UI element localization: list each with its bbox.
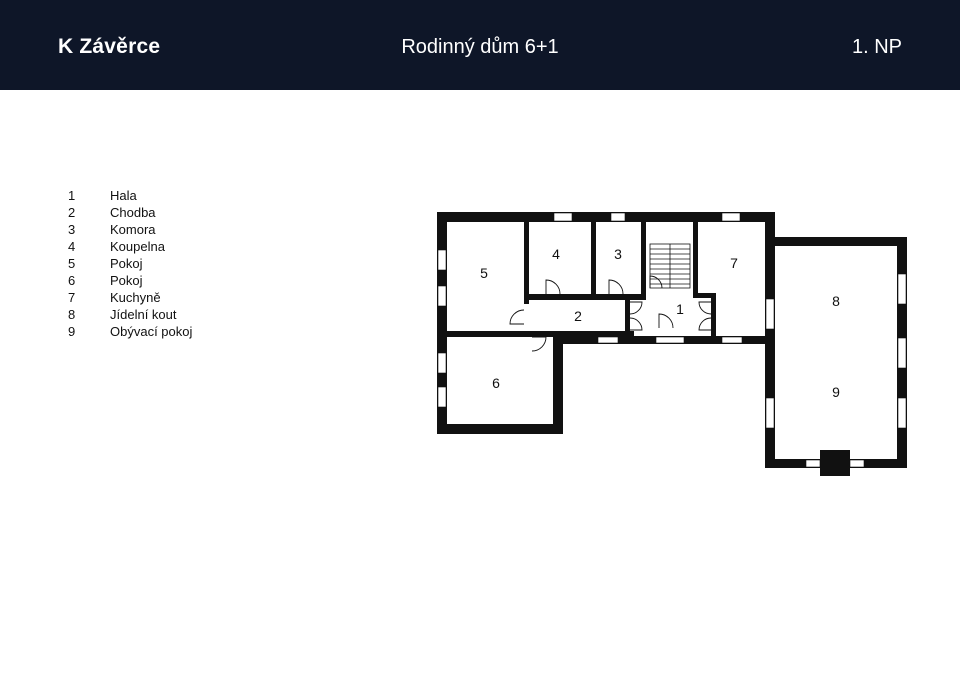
doors [509,275,712,352]
window [597,336,619,344]
window [437,386,447,408]
legend-number: 1 [68,188,76,203]
legend-number: 2 [68,205,76,220]
door-swing [545,279,561,295]
legend-number: 6 [68,273,76,288]
wall-room3-stairs [641,222,646,300]
stairs [649,243,691,289]
window [897,273,907,305]
wall-corridor-hall [625,294,630,342]
room-label-4: 4 [552,246,560,262]
room-label-1: 1 [676,301,684,317]
window [721,212,741,222]
room-label-7: 7 [730,255,738,271]
legend-item: 5 Pokoj [68,255,268,272]
door-swing [698,301,712,315]
window [553,212,573,222]
legend-room-name: Obývací pokoj [110,324,193,339]
legend-number: 5 [68,256,76,271]
door-swing [698,317,712,331]
window [437,352,447,374]
legend-room-name: Hala [110,188,137,203]
wall-hall-right [711,293,716,342]
window [897,397,907,429]
legend-item: 3 Komora [68,221,268,238]
legend-item: 8 Jídelní kout [68,306,268,323]
wall-room6-right [553,336,563,434]
room-label-8: 8 [832,293,840,309]
legend-number: 8 [68,307,76,322]
room-label-2: 2 [574,308,582,324]
window [610,212,626,222]
legend-number: 4 [68,239,76,254]
wall-room5-bottom [447,331,532,337]
room-labels: 1 2 3 4 5 6 7 8 9 [480,246,840,400]
legend-room-name: Koupelna [110,239,165,254]
window [849,459,865,468]
door-swing [658,313,674,329]
floor-label: 1. NP [851,36,902,58]
room-label-9: 9 [832,384,840,400]
page-title: Rodinný dům 6+1 [401,36,559,58]
room-label-5: 5 [480,265,488,281]
legend-item: 2 Chodba [68,204,268,221]
legend-room-name: Kuchyně [110,290,161,305]
wall-corridor-bottom [524,331,634,337]
legend-item: 1 Hala [68,187,268,204]
walls [437,212,907,476]
legend-room-name: Jídelní kout [110,307,177,322]
wall-stairs-room7 [693,222,698,298]
legend-room-name: Pokoj [110,256,143,271]
legend-room-name: Komora [110,222,156,237]
wall-corridor-top [524,294,644,300]
wall-top-left [437,212,775,222]
legend-number: 9 [68,324,76,339]
wall-right-block-left [765,212,775,468]
legend-room-name: Pokoj [110,273,143,288]
window [805,459,821,468]
door-swing [629,317,643,331]
door-swing [531,336,547,352]
wall-left [437,212,447,434]
wall-bottom-left [437,424,563,434]
wall-room4-room3 [591,222,596,300]
legend-number: 7 [68,290,76,305]
door-swing [629,301,643,315]
room-label-6: 6 [492,375,500,391]
room-label-3: 3 [614,246,622,262]
legend-item: 9 Obývací pokoj [68,323,268,340]
wall-room7-bottom [693,293,715,298]
legend-item: 7 Kuchyně [68,289,268,306]
legend-room-name: Chodba [110,205,156,220]
header-bar: K Závěrce Rodinný dům 6+1 1. NP [0,0,960,90]
wall-room5-room4 [524,222,529,304]
window [765,397,775,429]
entrance-door [655,336,685,344]
door-swing [649,275,663,289]
opening [765,298,775,330]
door-swing [608,279,624,295]
window [897,337,907,369]
window [721,336,743,344]
wall-right-block-top [765,237,907,246]
legend-item: 4 Koupelna [68,238,268,255]
window [437,249,447,271]
legend-number: 3 [68,222,76,237]
fireplace [820,450,850,476]
window [437,285,447,307]
legend-item: 6 Pokoj [68,272,268,289]
door-swing [509,309,525,325]
windows [437,212,907,468]
brand-logo-text[interactable]: K Závěrce [58,35,161,58]
